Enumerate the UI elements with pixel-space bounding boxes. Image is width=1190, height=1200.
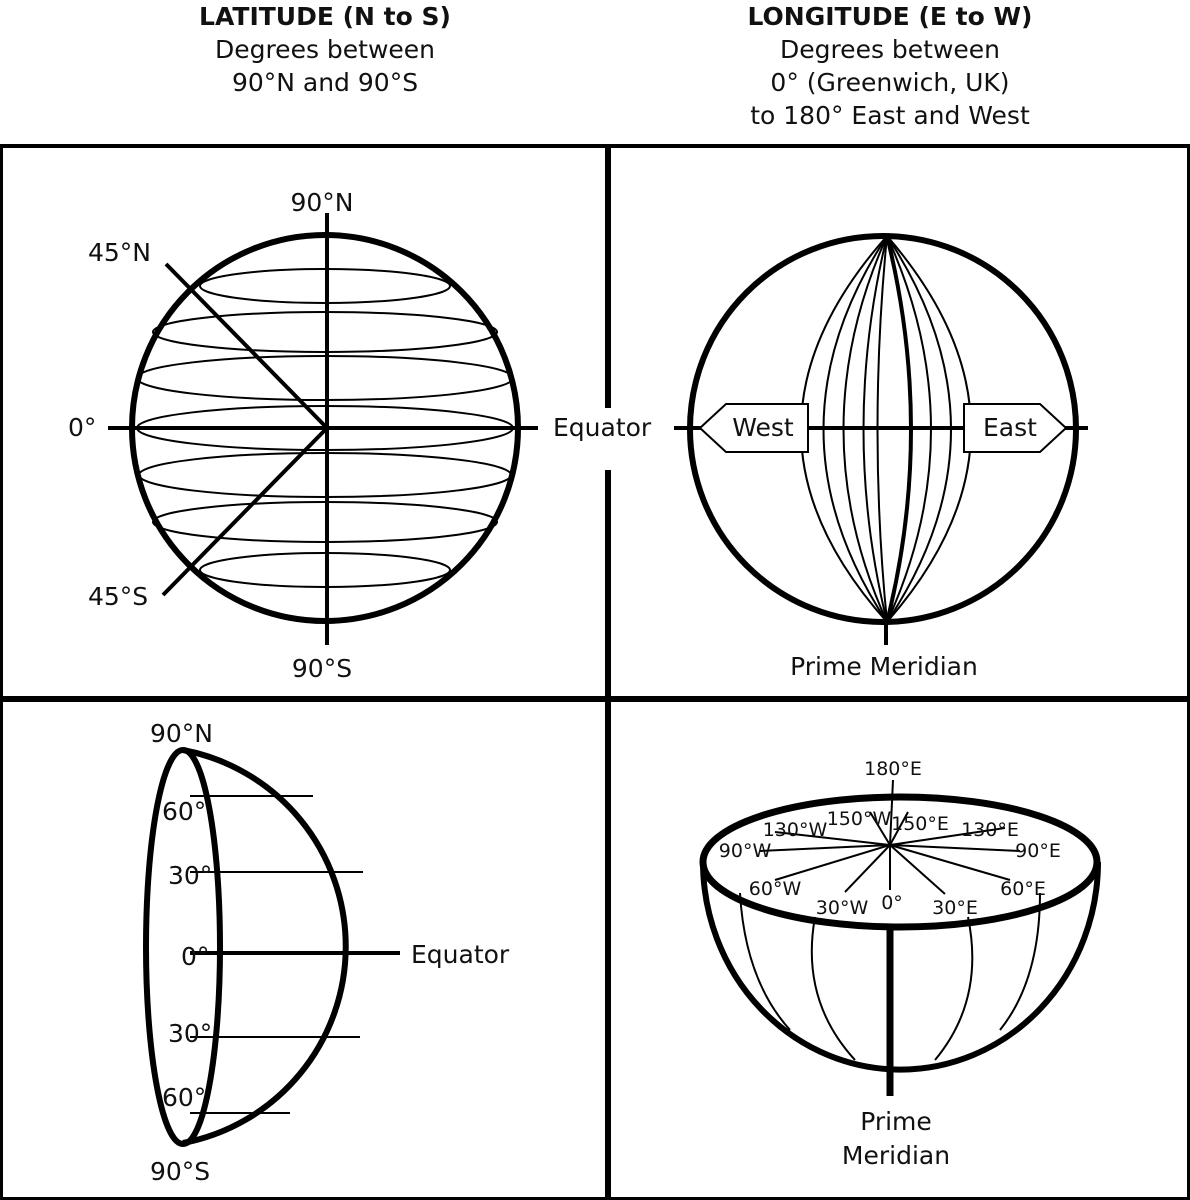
half-globe-label-60-north: 60° xyxy=(162,797,206,826)
latitude-globe xyxy=(108,213,538,645)
bowl-label-0: 0° xyxy=(881,892,903,914)
bowl-label-meridian: Meridian xyxy=(842,1141,950,1170)
latitude-header: LATITUDE (N to S) Degrees between 90°N a… xyxy=(0,0,650,99)
half-globe xyxy=(143,747,400,1147)
longitude-subtitle-line3: to 180° East and West xyxy=(750,101,1030,130)
label-45-south: 45°S xyxy=(88,582,148,611)
bowl-meridian-spokes xyxy=(759,779,1021,895)
bowl-label-60w: 60°W xyxy=(749,878,802,900)
bowl-label-90e: 90°E xyxy=(1015,840,1061,862)
half-globe-label-90-south: 90°S xyxy=(150,1157,210,1186)
panel-frame xyxy=(0,144,1190,1200)
latitude-subtitle-line1: Degrees between xyxy=(214,35,436,64)
bowl-label-180e: 180°E xyxy=(864,758,922,780)
bowl-label-prime: Prime xyxy=(860,1107,932,1136)
label-45-north: 45°N xyxy=(88,238,151,267)
half-globe-label-30-north: 30° xyxy=(168,861,212,890)
half-globe-label-90-north: 90°N xyxy=(150,719,213,748)
longitude-bowl xyxy=(699,779,1101,1096)
longitude-globe xyxy=(674,233,1088,645)
longitude-subtitle-line2: 0° (Greenwich, UK) xyxy=(770,68,1010,97)
half-globe-label-equator: Equator xyxy=(411,940,510,969)
latitude-subtitle-line2: 90°N and 90°S xyxy=(231,68,419,97)
bowl-label-30e: 30°E xyxy=(932,897,978,919)
label-90-north: 90°N xyxy=(290,188,353,217)
longitude-subtitle-line1: Degrees between xyxy=(779,35,1001,64)
bowl-degree-labels: 180°E 150°W 150°E 130°W 130°E 90°W 90°E … xyxy=(719,758,1061,919)
label-equator: Equator xyxy=(553,413,652,442)
half-globe-label-30-south: 30° xyxy=(168,1019,212,1048)
bowl-label-60e: 60°E xyxy=(1000,878,1046,900)
bowl-label-150e: 150°E xyxy=(891,813,949,835)
latitude-title: LATITUDE (N to S) xyxy=(199,2,451,31)
label-90-south: 90°S xyxy=(292,654,352,683)
half-globe-label-zero: 0° xyxy=(181,942,209,971)
bowl-label-130w: 130°W xyxy=(763,819,828,841)
label-west: West xyxy=(732,413,794,442)
bowl-label-150w: 150°W xyxy=(827,808,892,830)
bowl-label-130e: 130°E xyxy=(961,819,1019,841)
longitude-title: LONGITUDE (E to W) xyxy=(747,2,1033,31)
longitude-header: LONGITUDE (E to W) Degrees between 0° (G… xyxy=(600,0,1180,132)
label-prime-meridian: Prime Meridian xyxy=(790,652,978,681)
half-globe-label-60-south: 60° xyxy=(162,1083,206,1112)
bowl-label-90w: 90°W xyxy=(719,840,772,862)
bowl-label-30w: 30°W xyxy=(816,897,869,919)
label-east: East xyxy=(983,413,1037,442)
label-zero-degrees: 0° xyxy=(68,413,96,442)
